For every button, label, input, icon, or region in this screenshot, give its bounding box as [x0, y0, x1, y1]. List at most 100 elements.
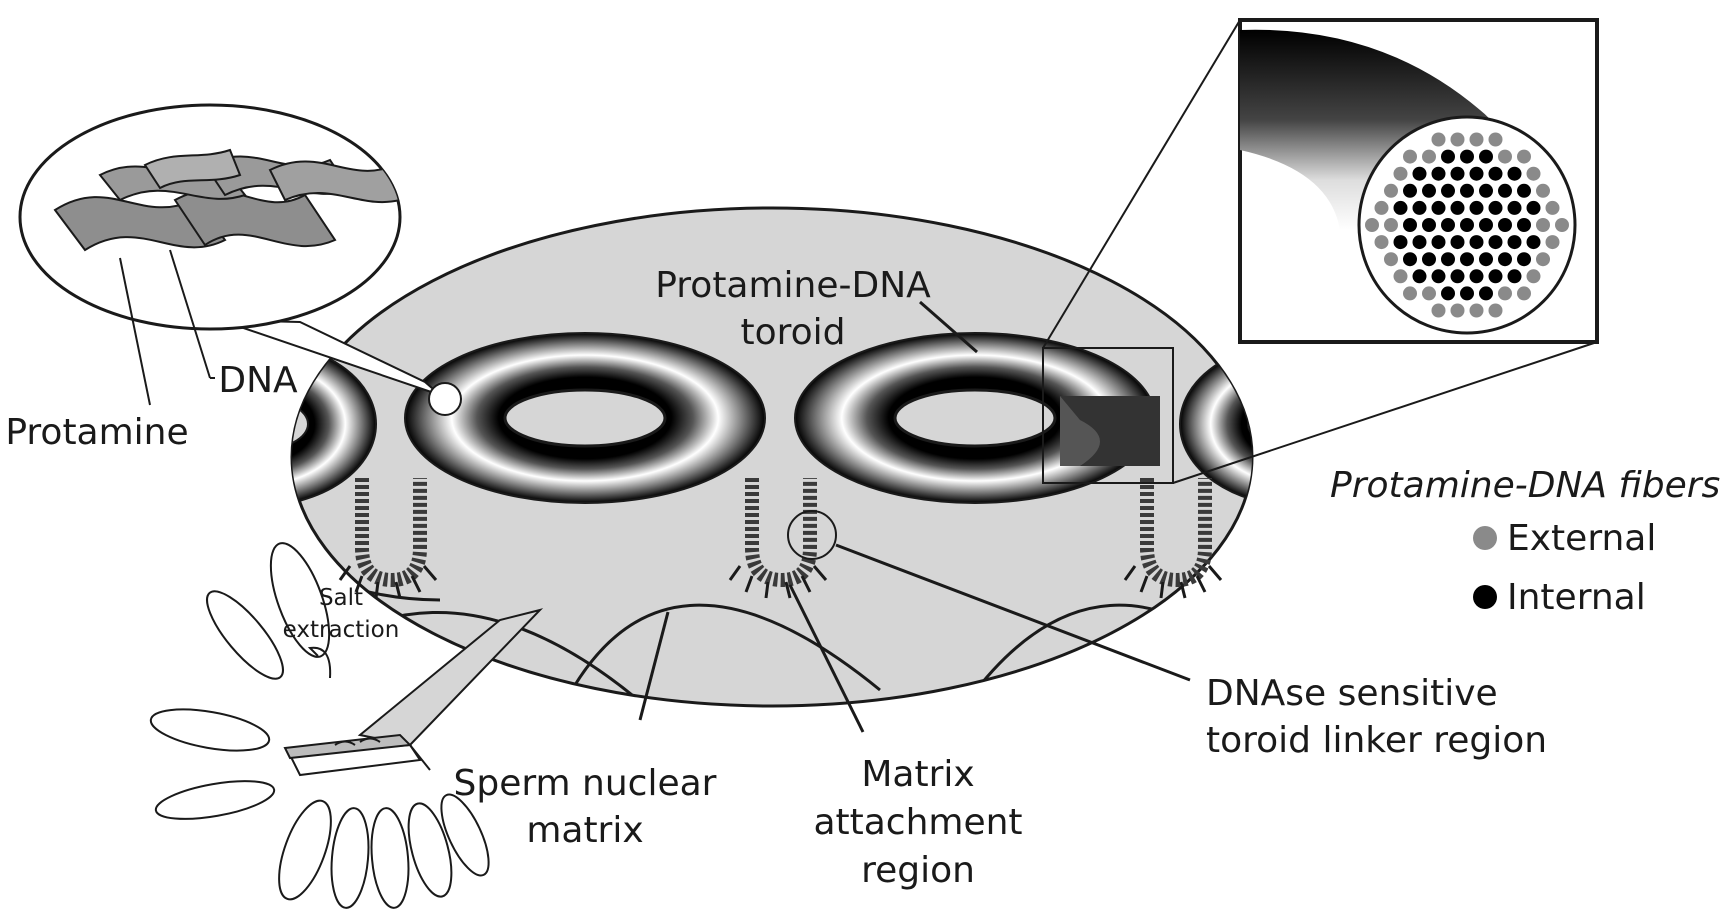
- external-fiber-dot: [1470, 304, 1484, 318]
- external-fiber-dot: [1489, 304, 1503, 318]
- external-fiber-dot: [1546, 235, 1560, 249]
- label-linker-line1: DNAse sensitive: [1206, 673, 1498, 714]
- internal-fiber-dot: [1460, 252, 1474, 266]
- internal-fiber-dot: [1451, 201, 1465, 215]
- label-attach-line3: region: [861, 850, 975, 891]
- internal-fiber-dot: [1489, 201, 1503, 215]
- internal-fiber-dot: [1527, 235, 1541, 249]
- external-fiber-dot: [1527, 167, 1541, 181]
- internal-fiber-dot: [1403, 252, 1417, 266]
- internal-fiber-dot: [1403, 184, 1417, 198]
- internal-fiber-dot: [1470, 167, 1484, 181]
- external-fiber-dot: [1498, 286, 1512, 300]
- label-dna: DNA: [218, 360, 298, 401]
- internal-fiber-dot: [1422, 218, 1436, 232]
- internal-fiber-dot: [1394, 235, 1408, 249]
- label-toroid-line1: Protamine-DNA: [655, 265, 931, 306]
- internal-fiber-dot: [1422, 252, 1436, 266]
- internal-fiber-dot: [1460, 150, 1474, 164]
- internal-fiber-dot: [1479, 252, 1493, 266]
- internal-fiber-dot: [1441, 286, 1455, 300]
- external-fiber-dot: [1384, 184, 1398, 198]
- external-fiber-dot: [1403, 150, 1417, 164]
- internal-fiber-dot: [1460, 184, 1474, 198]
- internal-fiber-dot: [1517, 218, 1531, 232]
- legend-external-label: External: [1507, 518, 1656, 559]
- internal-fiber-dot: [1479, 286, 1493, 300]
- internal-fiber-dot: [1413, 235, 1427, 249]
- external-fiber-dot: [1451, 133, 1465, 147]
- internal-fiber-dot: [1508, 235, 1522, 249]
- external-fiber-dot: [1403, 286, 1417, 300]
- internal-fiber-dot: [1489, 167, 1503, 181]
- fiber-cross-section-inset: [1240, 20, 1597, 342]
- label-toroid-line2: toroid: [740, 312, 845, 353]
- label-attach-line2: attachment: [813, 802, 1022, 843]
- external-fiber-dot: [1422, 150, 1436, 164]
- bubble-origin-circle: [429, 383, 461, 415]
- internal-fiber-dot: [1451, 167, 1465, 181]
- internal-fiber-dot: [1470, 201, 1484, 215]
- internal-fiber-dot: [1470, 235, 1484, 249]
- legend-internal-swatch: [1473, 585, 1497, 609]
- internal-fiber-dot: [1470, 269, 1484, 283]
- internal-fiber-dot: [1517, 184, 1531, 198]
- internal-fiber-dot: [1527, 201, 1541, 215]
- label-protamine: Protamine: [5, 412, 188, 453]
- legend-internal-label: Internal: [1507, 577, 1646, 618]
- toroid-left: [405, 333, 765, 503]
- legend-title: Protamine-DNA fibers: [1330, 465, 1720, 506]
- label-matrix-line2: matrix: [526, 810, 643, 851]
- internal-fiber-dot: [1451, 269, 1465, 283]
- external-fiber-dot: [1517, 286, 1531, 300]
- external-fiber-dot: [1527, 269, 1541, 283]
- external-fiber-dot: [1536, 252, 1550, 266]
- internal-fiber-dot: [1432, 235, 1446, 249]
- external-fiber-dot: [1555, 218, 1569, 232]
- internal-fiber-dot: [1498, 184, 1512, 198]
- label-attach-line1: Matrix: [861, 754, 974, 795]
- external-fiber-dot: [1498, 150, 1512, 164]
- external-fiber-dot: [1451, 304, 1465, 318]
- label-matrix-line1: Sperm nuclear: [454, 763, 717, 804]
- external-fiber-dot: [1432, 304, 1446, 318]
- internal-fiber-dot: [1422, 184, 1436, 198]
- internal-fiber-dot: [1517, 252, 1531, 266]
- internal-fiber-dot: [1479, 184, 1493, 198]
- internal-fiber-dot: [1489, 269, 1503, 283]
- internal-fiber-dot: [1441, 218, 1455, 232]
- external-fiber-dot: [1470, 133, 1484, 147]
- external-fiber-dot: [1432, 133, 1446, 147]
- internal-fiber-dot: [1413, 269, 1427, 283]
- external-fiber-dot: [1536, 218, 1550, 232]
- internal-fiber-dot: [1441, 252, 1455, 266]
- legend-external-swatch: [1473, 526, 1497, 550]
- internal-fiber-dot: [1489, 235, 1503, 249]
- internal-fiber-dot: [1460, 218, 1474, 232]
- label-linker-line2: toroid linker region: [1206, 720, 1547, 761]
- internal-fiber-dot: [1432, 269, 1446, 283]
- external-fiber-dot: [1546, 201, 1560, 215]
- external-fiber-dot: [1394, 167, 1408, 181]
- external-fiber-dot: [1365, 218, 1379, 232]
- internal-fiber-dot: [1403, 218, 1417, 232]
- internal-fiber-dot: [1508, 167, 1522, 181]
- external-fiber-dot: [1375, 235, 1389, 249]
- external-fiber-dot: [1422, 286, 1436, 300]
- label-salt-line2: extraction: [283, 617, 400, 643]
- label-salt-line1: Salt: [319, 585, 363, 611]
- internal-fiber-dot: [1508, 201, 1522, 215]
- internal-fiber-dot: [1413, 201, 1427, 215]
- external-fiber-dot: [1394, 269, 1408, 283]
- external-fiber-dot: [1384, 218, 1398, 232]
- internal-fiber-dot: [1394, 201, 1408, 215]
- internal-fiber-dot: [1498, 252, 1512, 266]
- external-fiber-dot: [1517, 150, 1531, 164]
- external-fiber-dot: [1384, 252, 1398, 266]
- internal-fiber-dot: [1413, 167, 1427, 181]
- legend: Protamine-DNA fibers External Internal: [1330, 465, 1720, 618]
- external-fiber-dot: [1489, 133, 1503, 147]
- internal-fiber-dot: [1479, 218, 1493, 232]
- internal-fiber-dot: [1479, 150, 1493, 164]
